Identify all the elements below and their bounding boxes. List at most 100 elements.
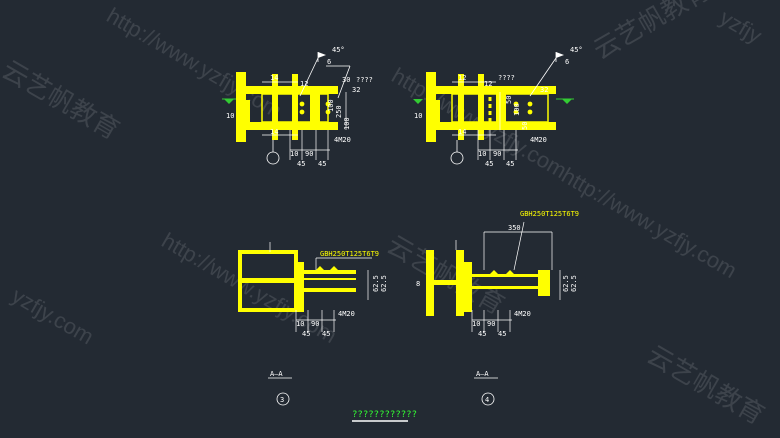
leader-line [513,221,525,271]
dim-label: 90 [311,320,319,328]
bolt [527,101,533,107]
weld-size-label: 6 [565,58,569,66]
column-flange [426,72,436,142]
dim-label: 32 [540,86,548,94]
beam-bottom-flange [472,286,542,289]
level-marker-icon [224,99,234,104]
bolt [513,109,519,115]
dim-label: 45 [506,160,514,168]
stiffener [458,74,464,140]
watermark-cn: 云艺帆教育 [588,0,716,65]
dim-label: 10 [472,320,480,328]
level-marker-icon [562,99,572,104]
weld-angle-label: 45° [570,46,583,54]
dim-label: 45 [302,330,310,338]
level-marker-icon [413,99,423,104]
dim-label: 14 [270,74,278,82]
watermark-url-fragment: yzfjy [716,5,767,49]
beam-label: GBH250T125T6T9 [320,250,379,258]
column-web [436,100,440,128]
dim-label: 250 [335,105,343,118]
circled-number-circle [276,392,290,406]
dim-label: 10 [226,112,234,120]
detail-3: GBH250T125T6T9 62.5 62.5 10 90 45 45 4M2… [238,242,388,406]
leader-line [337,65,351,99]
dim-label: 45 [485,160,493,168]
note-label: ???? [498,74,515,82]
circled-number: 4 [485,396,489,404]
end-plate [496,90,506,126]
dim-label: 10 [414,112,422,120]
dim-label: 30 [342,76,350,84]
watermark-url: http://www.yzfjy.com [158,228,342,348]
stiffener [272,74,278,140]
watermark-cn: 云艺帆教育 [0,54,125,145]
stiffener [478,74,484,140]
section-label: A—A [270,370,283,378]
dim-label: 45 [498,330,506,338]
dim-label: 32 [352,86,360,94]
dim-label: 8 [416,280,420,288]
bolt-label: 4M20 [514,310,531,318]
dim-label: 12 [484,80,492,88]
watermark-url: http://www.yzfjy.com [103,3,287,123]
dim-label: 100 [343,117,351,130]
weld-flag-icon [556,52,564,58]
dim-label: 62.5 [380,275,388,292]
end-plate [538,270,550,296]
section-label: A—A [476,370,489,378]
dim-label: 10 [290,150,298,158]
section-callout-circle [266,151,280,165]
beam-web [304,278,356,280]
dim-label: 45 [318,160,326,168]
detail-4: GBH250T125T6T9 350 8 62.5 62.5 10 90 45 … [416,210,579,406]
dim-label: 10 [478,150,486,158]
detail-1: 14 12 14 10 45° 6 ???? 30 32 100 250 100… [222,46,373,168]
bolt [299,109,305,115]
column-flange [456,250,464,316]
dim-label: 10 [296,320,304,328]
watermark-url: http://www.yzfjy.com [558,163,742,283]
watermark-cn: 云艺帆教育 [642,339,770,430]
weld-angle-label: 45° [332,46,345,54]
beam-label: GBH250T125T6T9 [520,210,579,218]
column-flange [236,72,246,142]
dim-label: 62.5 [372,275,380,292]
column-web [434,280,456,285]
bolt [527,109,533,115]
bolt [325,101,331,107]
column-web [246,100,250,128]
dim-label: 62.5 [562,275,570,292]
dim-label: 90 [487,320,495,328]
bolt-icon [488,270,500,276]
dim-label: 14 [270,128,278,136]
leader-line [299,57,319,97]
dim-label: 100 [327,99,335,112]
bolt-label: 4M20 [334,136,351,144]
bolt [299,101,305,107]
dim-label: 45 [322,330,330,338]
circled-number-circle [481,392,495,406]
dim-label: 12 [458,74,466,82]
bolt [325,109,331,115]
dim-label: 45 [478,330,486,338]
stiffener [292,74,298,140]
bolt-icon [314,266,326,272]
dim-label: 350 [508,224,521,232]
section-callout-circle [450,151,464,165]
dim-label: 62.5 [570,275,578,292]
end-plate [296,262,304,312]
beam-bottom-flange [304,288,356,292]
watermarks: http://www.yzfjy.com http://www.yzfjy.co… [0,0,770,430]
detail-2: 12 12 14 10 45° 6 ???? 32 50 100 50 10 9… [413,46,583,168]
dim-label: 100 [513,103,521,116]
dim-label: 14 [458,128,466,136]
circled-number: 3 [280,396,284,404]
leader-line [529,57,557,97]
dim-label: 45 [297,160,305,168]
column-flange [426,250,434,316]
weld-size-label: 6 [327,58,331,66]
dim-label: 12 [300,80,308,88]
